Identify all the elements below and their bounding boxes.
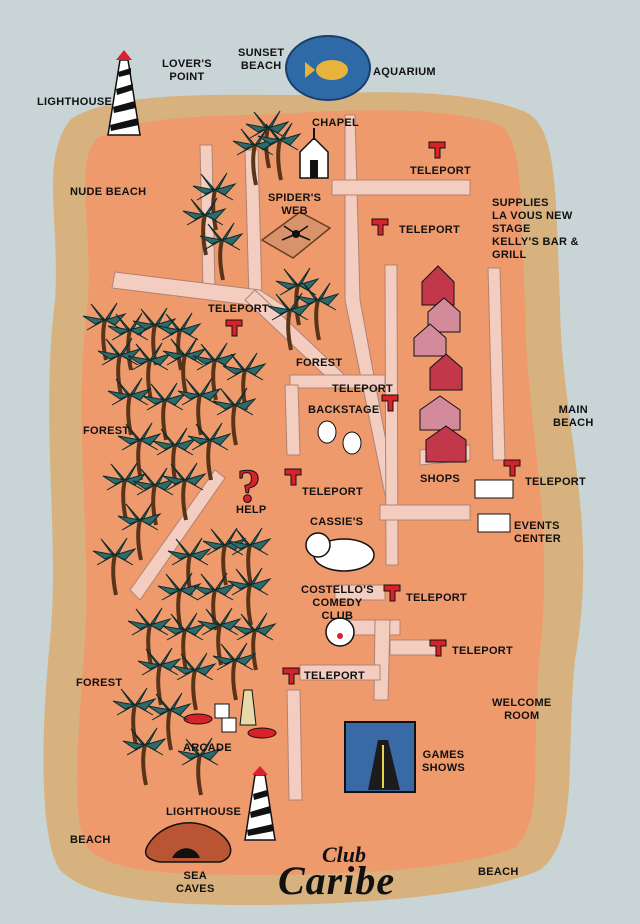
sea-caves-label: SEA CAVES xyxy=(176,870,215,895)
beach-right-label: BEACH xyxy=(478,866,519,878)
cassies-label: CASSIE'S xyxy=(310,516,364,528)
help-label: HELP xyxy=(236,504,267,516)
chapel-label: CHAPEL xyxy=(312,117,360,129)
teleport-label[interactable]: TELEPORT xyxy=(399,224,461,236)
svg-text:?: ? xyxy=(237,460,261,513)
title-club: Club xyxy=(322,842,367,867)
games-shows-label: GAMES SHOWS xyxy=(422,749,466,774)
nude-beach-label: NUDE BEACH xyxy=(70,186,147,198)
teleport-label[interactable]: TELEPORT xyxy=(410,165,472,177)
spiders-web-label: SPIDER'S WEB xyxy=(268,192,322,217)
sunset-beach-label: SUNSET BEACH xyxy=(238,47,285,72)
teleport-icon[interactable] xyxy=(224,318,244,338)
teleport-icon[interactable] xyxy=(382,583,402,603)
teleport-label[interactable]: TELEPORT xyxy=(452,645,514,657)
teleport-label[interactable]: TELEPORT xyxy=(208,303,270,315)
teleport-icon[interactable] xyxy=(281,666,301,686)
teleport-label[interactable]: TELEPORT xyxy=(406,592,468,604)
teleport-icon[interactable] xyxy=(380,393,400,413)
forest-lower-label: FOREST xyxy=(76,677,123,689)
teleport-icon[interactable] xyxy=(370,217,390,237)
welcome-room-label: WELCOME ROOM xyxy=(492,697,552,722)
costellos-label: COSTELLO'S COMEDY CLUB xyxy=(301,584,374,622)
teleport-label[interactable]: TELEPORT xyxy=(304,670,366,682)
shops-label: SHOPS xyxy=(420,473,461,485)
forest-center-label: FOREST xyxy=(296,357,343,369)
lighthouse-top-label: LIGHTHOUSE xyxy=(37,96,113,108)
title-caribe: Caribe xyxy=(278,858,396,903)
teleport-label[interactable]: TELEPORT xyxy=(525,476,587,488)
arcade-label: ARCADE xyxy=(183,742,232,754)
teleport-icon[interactable] xyxy=(283,467,303,487)
backstage-label: BACKSTAGE xyxy=(308,404,380,416)
events-center-label: EVENTS CENTER xyxy=(514,520,562,545)
teleport-icon[interactable] xyxy=(428,638,448,658)
teleport-label[interactable]: TELEPORT xyxy=(302,486,364,498)
teleport-icon[interactable] xyxy=(427,140,447,160)
lighthouse-bottom-label: LIGHTHOUSE xyxy=(166,806,242,818)
teleport-label[interactable]: TELEPORT xyxy=(332,383,394,395)
main-beach-label: MAIN BEACH xyxy=(553,404,594,429)
forest-left-label: FOREST xyxy=(83,425,130,437)
lovers-point-label: LOVER'S POINT xyxy=(162,58,212,83)
teleport-icon[interactable] xyxy=(502,458,522,478)
beach-left-label: BEACH xyxy=(70,834,111,846)
supplies-label: SUPPLIES LA VOUS NEW STAGE KELLY'S BAR &… xyxy=(492,197,579,261)
aquarium-label: AQUARIUM xyxy=(373,66,436,78)
